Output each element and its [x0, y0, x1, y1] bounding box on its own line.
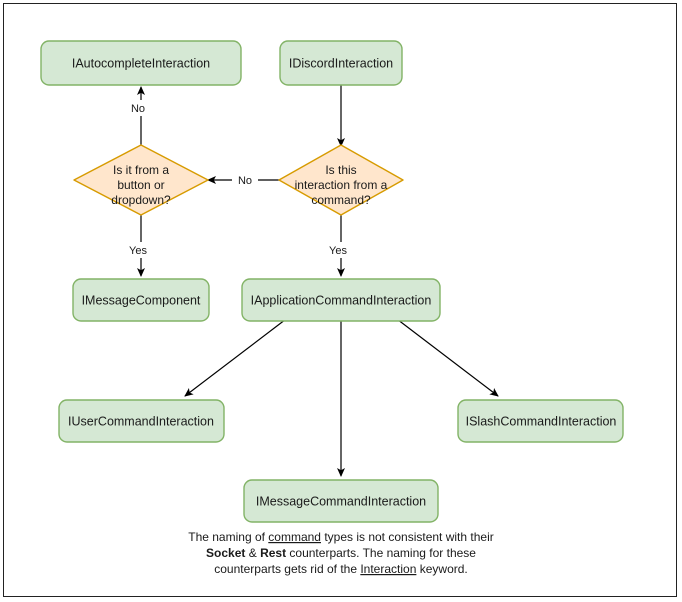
node-label-decision-button-line1: Is it from a [113, 163, 169, 177]
node-discord-interaction[interactable]: IDiscordInteraction [279, 40, 403, 86]
diagram-frame: No No Yes Yes [3, 3, 677, 597]
node-message-command-interaction[interactable]: IMessageCommandInteraction [243, 479, 439, 523]
node-label-decision-command-line2: interaction from a [295, 178, 388, 192]
node-label-autocomplete-interaction: IAutocompleteInteraction [72, 56, 210, 70]
node-label-decision-button-line2: button or [117, 178, 164, 192]
node-label-message-command-interaction: IMessageCommandInteraction [256, 494, 426, 508]
caption-line2-mid: & [245, 546, 260, 560]
node-label-application-command-interaction: IApplicationCommandInteraction [251, 293, 432, 307]
edge-appcommand-to-slashcommand [388, 312, 499, 397]
node-decision-button-or-dropdown[interactable]: Is it from a button or dropdown? [73, 144, 209, 216]
caption-line3-part-a: counterparts gets rid of the [214, 562, 360, 576]
node-user-command-interaction[interactable]: IUserCommandInteraction [58, 399, 225, 443]
edge-decision-command-to-decision-button: No [207, 172, 287, 188]
caption-line3-part-b: keyword. [416, 562, 467, 576]
node-application-command-interaction[interactable]: IApplicationCommandInteraction [241, 278, 441, 322]
node-slash-command-interaction[interactable]: ISlashCommandInteraction [457, 399, 624, 443]
node-decision-is-command[interactable]: Is this interaction from a command? [278, 144, 404, 216]
node-label-decision-button-line3: dropdown? [111, 193, 171, 207]
node-label-decision-command-line3: command? [311, 193, 371, 207]
flowchart-svg: No No Yes Yes [40, 40, 624, 576]
edge-label-yes-appcommand: Yes [329, 245, 347, 257]
node-label-user-command-interaction: IUserCommandInteraction [68, 414, 214, 428]
node-autocomplete-interaction[interactable]: IAutocompleteInteraction [40, 40, 242, 86]
caption-line2-part-c: counterparts. The naming for these [286, 546, 476, 560]
edge-label-yes-messagecomponent: Yes [129, 245, 147, 257]
caption-line1-part-b: types is not consistent with their [321, 530, 494, 544]
caption-line-3: counterparts gets rid of the Interaction… [214, 562, 468, 576]
caption-line3-underlined: Interaction [360, 562, 416, 576]
diagram-caption: The naming of command types is not consi… [188, 530, 493, 576]
caption-line2-bold-socket: Socket [206, 546, 245, 560]
caption-line1-underlined: command [268, 530, 321, 544]
caption-line-1: The naming of command types is not consi… [188, 530, 493, 544]
edges-layer: No No Yes Yes [128, 82, 499, 477]
node-label-discord-interaction: IDiscordInteraction [289, 56, 393, 70]
node-message-component[interactable]: IMessageComponent [72, 278, 210, 322]
node-label-decision-command-line1: Is this [325, 163, 356, 177]
edge-decision-button-to-messagecomponent: Yes [128, 212, 156, 277]
node-label-slash-command-interaction: ISlashCommandInteraction [466, 414, 617, 428]
edge-appcommand-to-usercommand [184, 312, 295, 397]
edge-decision-command-to-appcommand: Yes [328, 212, 356, 277]
edge-label-no-autocomplete: No [131, 103, 145, 115]
nodes-layer: IAutocompleteInteraction IDiscordInterac… [40, 40, 624, 523]
node-label-message-component: IMessageComponent [82, 293, 201, 307]
caption-line1-part-a: The naming of [188, 530, 268, 544]
caption-line2-bold-rest: Rest [260, 546, 286, 560]
caption-line-2: Socket & Rest counterparts. The naming f… [206, 546, 476, 560]
edge-label-no-decision: No [238, 175, 252, 187]
edge-decision-button-to-autocomplete: No [128, 86, 154, 148]
